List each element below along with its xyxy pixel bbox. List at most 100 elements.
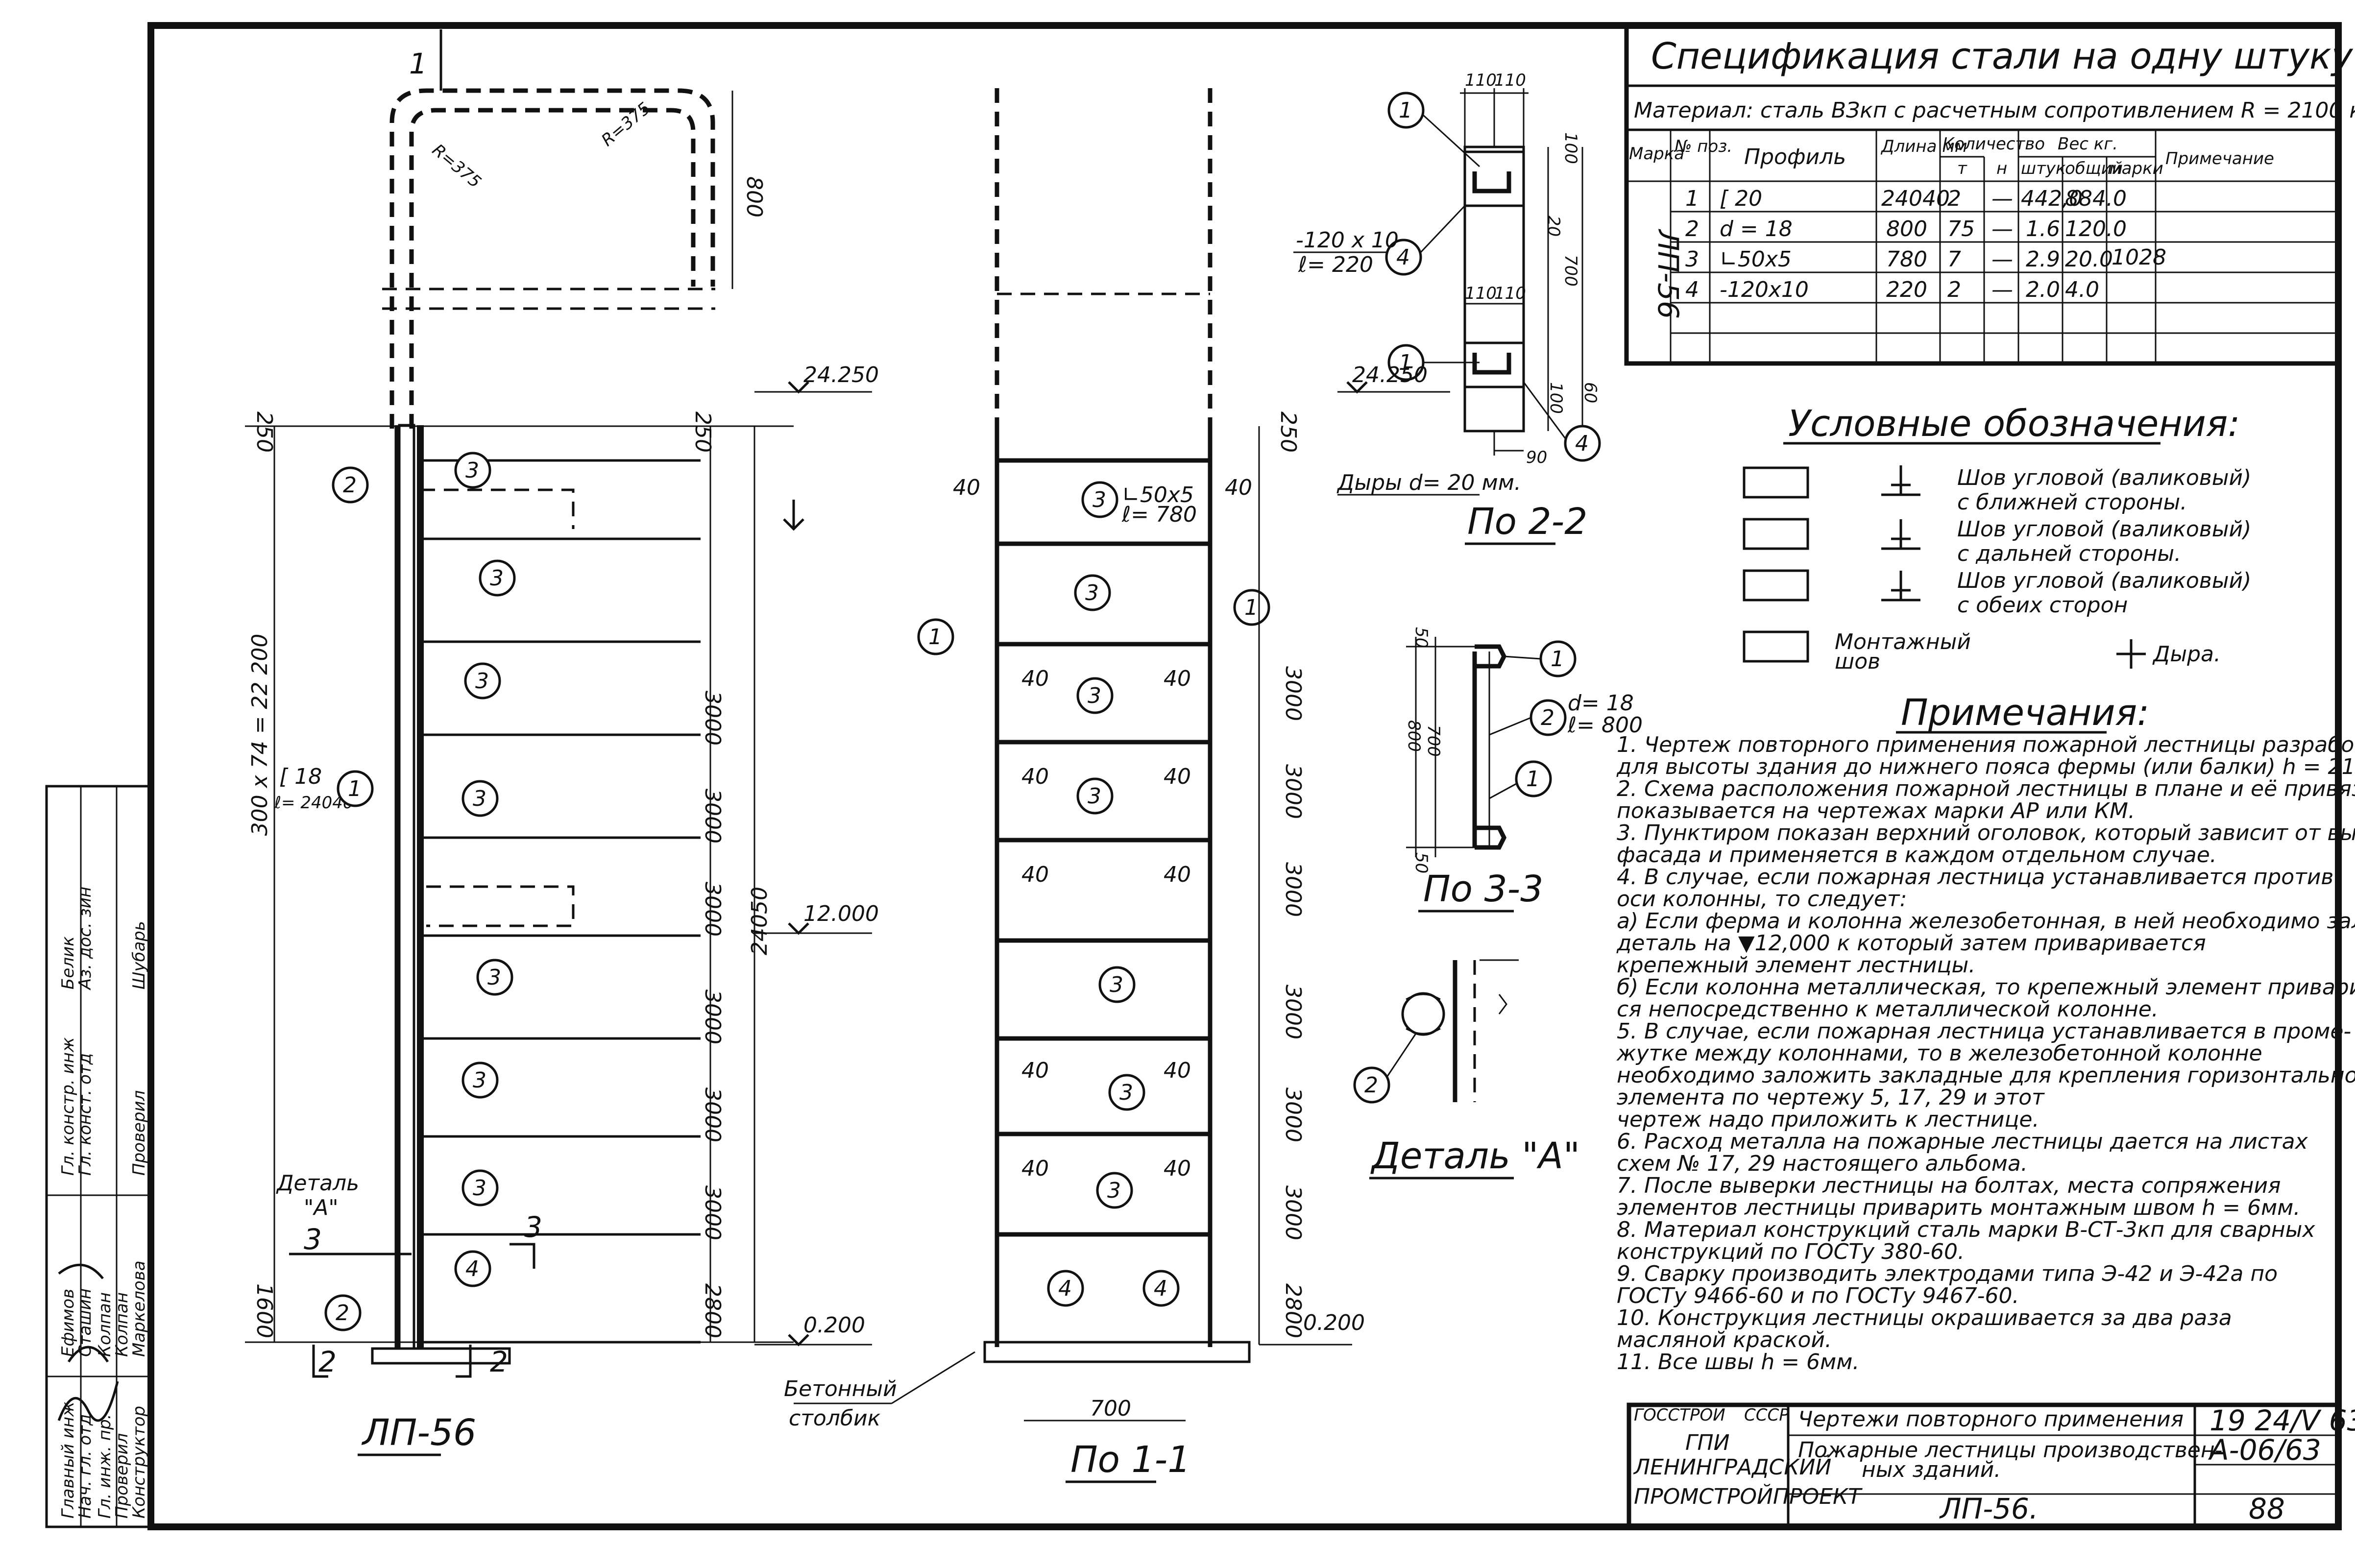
sec11-dim-3000-3: 3000	[1281, 862, 1306, 917]
sec11-dim-250: 250	[1276, 411, 1301, 453]
elevation-rungs	[420, 459, 701, 1344]
tb-series: 19 24/V 63	[2209, 1404, 2355, 1437]
sec11-gap-1: 40	[953, 475, 980, 500]
sec22-dim-60: 60	[1580, 382, 1600, 403]
spec-h-length: Длина мм	[1880, 137, 1967, 156]
sec33-dim-50-top: 50	[1411, 627, 1431, 648]
sec22-plate-len: ℓ= 220	[1298, 252, 1373, 277]
spec-r3-n: —	[1991, 247, 2013, 272]
sec11-dim-3000-1: 3000	[1281, 666, 1306, 721]
spec-r1-pos: 1	[1685, 186, 1699, 211]
notes-line: 11. Все швы h = 6мм.	[1617, 1350, 1859, 1375]
spec-h-qty: Количество	[1942, 134, 2045, 154]
sec22-bubble-1-bot: 1	[1399, 350, 1412, 375]
sec11-dim-3000-2: 3000	[1281, 764, 1306, 819]
sec22-bubble-4: 4	[1396, 245, 1410, 270]
sec11-level: 0.200	[1303, 1310, 1365, 1335]
elev-section-3b: 3	[524, 1210, 542, 1244]
sec11-width: 700	[1090, 1396, 1131, 1421]
spec-material: Материал: сталь ВЗкп с расчетным сопроти…	[1634, 98, 2355, 123]
tb-subject: Чертежи повторного применения	[1798, 1407, 2184, 1432]
elev-bubble-4: 4	[465, 1256, 479, 1281]
notes-line: 10. Конструкция лестницы окрашивается за…	[1617, 1305, 2232, 1330]
sig-col2-1: Гл. констр. инж	[58, 1037, 78, 1176]
notes-line: 1. Чертеж повторного применения пожарной…	[1617, 732, 2355, 757]
elev-radius-2: R=375	[598, 98, 654, 150]
section-2-2-view: 110 110 110 110 100 20 700 100 60 90 1 1…	[1293, 71, 1601, 545]
elev-title: ЛП-56	[361, 1412, 476, 1454]
spec-row: 2 d = 18 800 75 — 1.6 120.0	[1685, 217, 2127, 241]
sec11-gap-11: 40	[1021, 1156, 1049, 1181]
sec11-gap-6: 40	[1164, 764, 1191, 789]
legend: Условные обозначения: Шов угловой (валик…	[1743, 403, 2251, 674]
spec-r2-t: 75	[1947, 217, 1975, 241]
elev-bubble-3-d: 3	[473, 786, 486, 811]
elev-detail-ref-a: "А"	[304, 1195, 339, 1220]
sec33-title: По 3-3	[1423, 868, 1543, 910]
spec-r2-pos: 2	[1685, 217, 1699, 241]
tb-org1: ГОССТРОЙ	[1634, 1405, 1725, 1425]
sec33-dim-50-bot: 50	[1411, 852, 1431, 873]
sec22-dim-90: 90	[1526, 448, 1547, 467]
spec-h-w-mark: марки	[2109, 159, 2163, 178]
sec22-bubble-4-bot: 4	[1575, 431, 1589, 456]
detail-title: Деталь "А"	[1370, 1135, 1580, 1177]
elev-bubble-3-a: 3	[465, 458, 479, 483]
spec-h-weight: Вес кг.	[2058, 134, 2118, 154]
sec11-dim-3000-4: 3000	[1281, 985, 1306, 1039]
sec22-title: По 2-2	[1467, 501, 1587, 543]
elev-dim-1600: 1600	[252, 1283, 277, 1338]
sec33-bubble-2: 2	[1541, 705, 1554, 730]
notes-line: показывается на чертежах марки АР или КМ…	[1617, 798, 2135, 823]
elev-dim-250-right: 250	[690, 411, 715, 453]
elevation-view: R=375 R=375 1 800	[245, 29, 879, 1456]
spec-h-qty-n: н	[1996, 159, 2007, 178]
sec22-dim-110-d: 110	[1494, 284, 1526, 303]
legend-item-2-b: с дальней стороны.	[1957, 541, 2181, 566]
sec11-bubble-3-d: 3	[1088, 784, 1101, 809]
legend-item-1: Шов угловой (валиковый)	[1957, 465, 2251, 490]
spec-title: Спецификация стали на одну штуку марки.	[1651, 35, 2355, 77]
spec-r1-n: —	[1991, 186, 2013, 211]
spec-h-w-piece: штук	[2021, 159, 2066, 178]
sec22-dim-20: 20	[1544, 216, 1563, 237]
sec11-dim-3000-6: 3000	[1281, 1185, 1306, 1240]
notes-line: элементов лестницы приварить монтажным ш…	[1617, 1195, 2300, 1220]
sec22-holes: Дыры d= 20 мм.	[1336, 470, 1521, 495]
elev-bubble-3-e: 3	[487, 965, 501, 990]
sec33-rod: d= 18	[1568, 691, 1634, 716]
spec-r4-length: 220	[1886, 277, 1927, 302]
spec-h-note: Примечание	[2165, 149, 2274, 169]
spec-h-mark: Марка	[1629, 144, 1684, 164]
sig-role-3: Гл. инж. пр.	[95, 1414, 115, 1519]
sec11-gap-2: 40	[1225, 475, 1252, 500]
elev-section-2a: 2	[318, 1345, 337, 1378]
spec-row: 4 -120x10 220 2 — 2.0 4.0	[1685, 277, 2099, 302]
tb-title-2: ных зданий.	[1862, 1457, 2001, 1482]
sec11-bubble-3-g: 3	[1107, 1178, 1121, 1203]
sec11-gap-4: 40	[1164, 666, 1191, 691]
sec11-bubble-3-b: 3	[1085, 580, 1099, 605]
sec22-dim-100-b: 100	[1546, 382, 1566, 414]
elev-level-mid: 12.000	[803, 901, 879, 926]
sec11-dim-2800: 2800	[1281, 1283, 1306, 1338]
spec-h-pos: № поз.	[1674, 137, 1732, 156]
tb-inst3: ПРОМСТРОЙПРОЕКТ	[1634, 1483, 1863, 1509]
sec33-bubble-1-bot: 1	[1526, 767, 1540, 792]
elev-dim-3000-3: 3000	[700, 882, 725, 937]
spec-r4-piece: 2.0	[2026, 277, 2060, 302]
elev-total-height: 24050	[747, 887, 772, 955]
notes-line: необходимо заложить закладные для крепле…	[1617, 1063, 2355, 1088]
tb-sheet-name: ЛП-56.	[1939, 1492, 2038, 1525]
notes-line: конструкций по ГОСТу 380-60.	[1617, 1239, 1965, 1264]
spec-row: 3 ∟50x5 780 7 — 2.9 20.0	[1685, 247, 2113, 272]
sig-role-2: Нач. гл. отд	[75, 1414, 95, 1519]
detail-bubble-2: 2	[1364, 1073, 1378, 1098]
elev-bubble-3-f: 3	[473, 1068, 486, 1093]
sec11-gap-12: 40	[1164, 1156, 1191, 1181]
notes-line: для высоты здания до нижнего пояса фермы…	[1616, 754, 2355, 779]
elev-rungs-dim: 300 x 74 = 22 200	[247, 634, 272, 836]
sec33-dim-800: 800	[1404, 720, 1424, 752]
tb-album: А-06/63	[2208, 1433, 2321, 1467]
spec-r1-t: 2	[1947, 186, 1961, 211]
